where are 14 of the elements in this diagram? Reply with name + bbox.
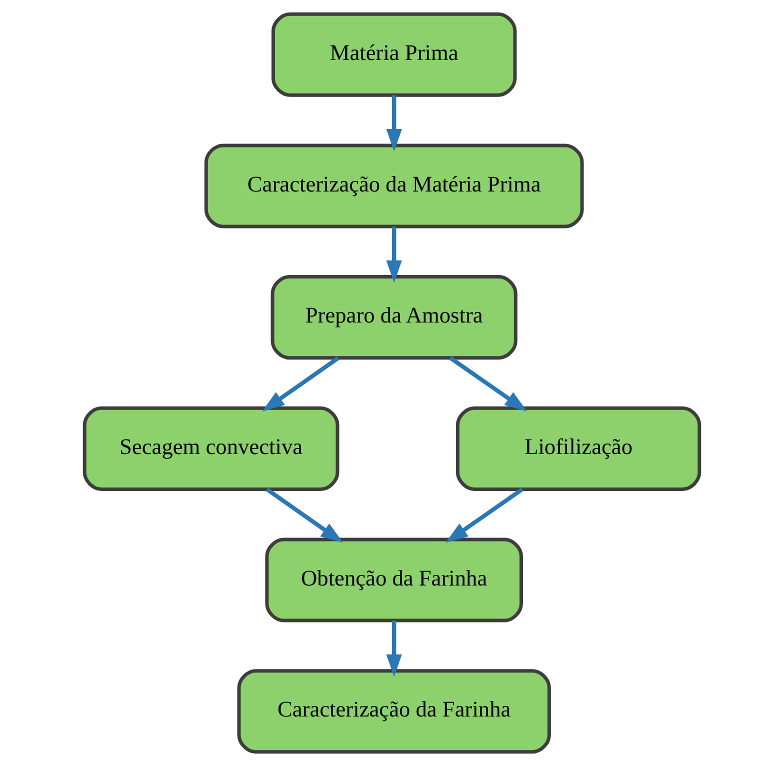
node-box: Matéria Prima — [271, 12, 517, 97]
arrow — [386, 620, 402, 677]
node-box: Secagem convectiva — [82, 406, 340, 491]
node-box: Obtenção da Farinha — [265, 538, 523, 622]
arrow — [446, 488, 524, 543]
arrow — [386, 95, 402, 152]
arrow — [262, 356, 340, 412]
arrow — [449, 356, 528, 412]
arrow — [266, 488, 344, 543]
node-box: Caracterização da Farinha — [237, 669, 551, 754]
node-box: Liofilização — [456, 406, 702, 491]
arrow — [386, 226, 402, 283]
node-box: Caracterização da Matéria Prima — [204, 144, 584, 228]
node-box: Preparo da Amostra — [270, 275, 518, 360]
